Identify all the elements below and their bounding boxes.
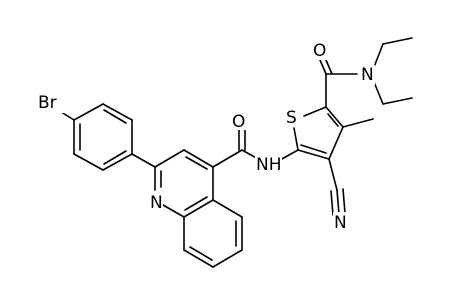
biaryl-bond [131,153,156,168]
bond [293,127,299,151]
bond [303,106,327,117]
bond [212,249,243,268]
carbonyl-double-bond [319,59,327,75]
methyl-bond [342,118,374,128]
bromine-atom-label: Br [38,93,57,113]
label-background [149,192,163,212]
aromatic-bond [185,156,208,170]
triple-bond [336,189,340,215]
thiophene-ring [293,106,344,160]
diethylamide-oxygen-label: O [313,41,326,61]
bond [183,249,214,268]
label-background [312,40,328,60]
thiophene-sulfur-label: S [286,108,297,128]
bond [154,149,185,168]
bond [325,106,344,128]
nitrile-nitrogen-label: N [334,213,347,233]
nitrile-group [328,158,346,216]
bond [183,199,214,218]
bromophenyl-ring [57,103,156,171]
n-thiophene-bond [279,149,299,161]
label-background [284,107,300,127]
amide-nh-label: NH [256,155,282,175]
diethylamide-nitrogen-label: N [361,65,374,85]
n-ethyl-bond [373,81,384,105]
label-background [359,65,375,85]
aromatic-bond [184,196,208,211]
c4-carbonyl-bond [212,149,243,168]
double-bond [327,113,339,127]
c-cn-bond [328,158,338,191]
ethyl-bond [382,37,413,45]
label-background [231,110,247,130]
label-background [333,212,349,232]
bond [73,103,104,121]
amide-oxygen-label: O [232,112,245,132]
bond [162,204,185,218]
diethylamide-group [319,37,413,108]
carbonyl-double-bond [325,59,333,75]
aromatic-bond [103,109,127,124]
bond [73,153,104,171]
label-background [255,154,282,174]
bond [183,149,214,168]
triple-bond [330,190,334,216]
atom-labels: Br N O NH S O N N [38,40,375,233]
quinoline-nitrogen-label: N [150,193,163,213]
aromatic-bond [189,246,213,261]
bond [328,126,344,160]
bond [102,153,133,171]
aromatic-bond [103,150,127,165]
bond [102,103,133,121]
triple-bond [342,188,346,214]
ethyl-bond [382,97,413,105]
bond [297,149,330,160]
bond [212,199,243,218]
n-ethyl-bond [373,43,384,68]
quinoline-ring [154,149,243,268]
double-bond [300,144,327,154]
label-background [38,93,64,113]
